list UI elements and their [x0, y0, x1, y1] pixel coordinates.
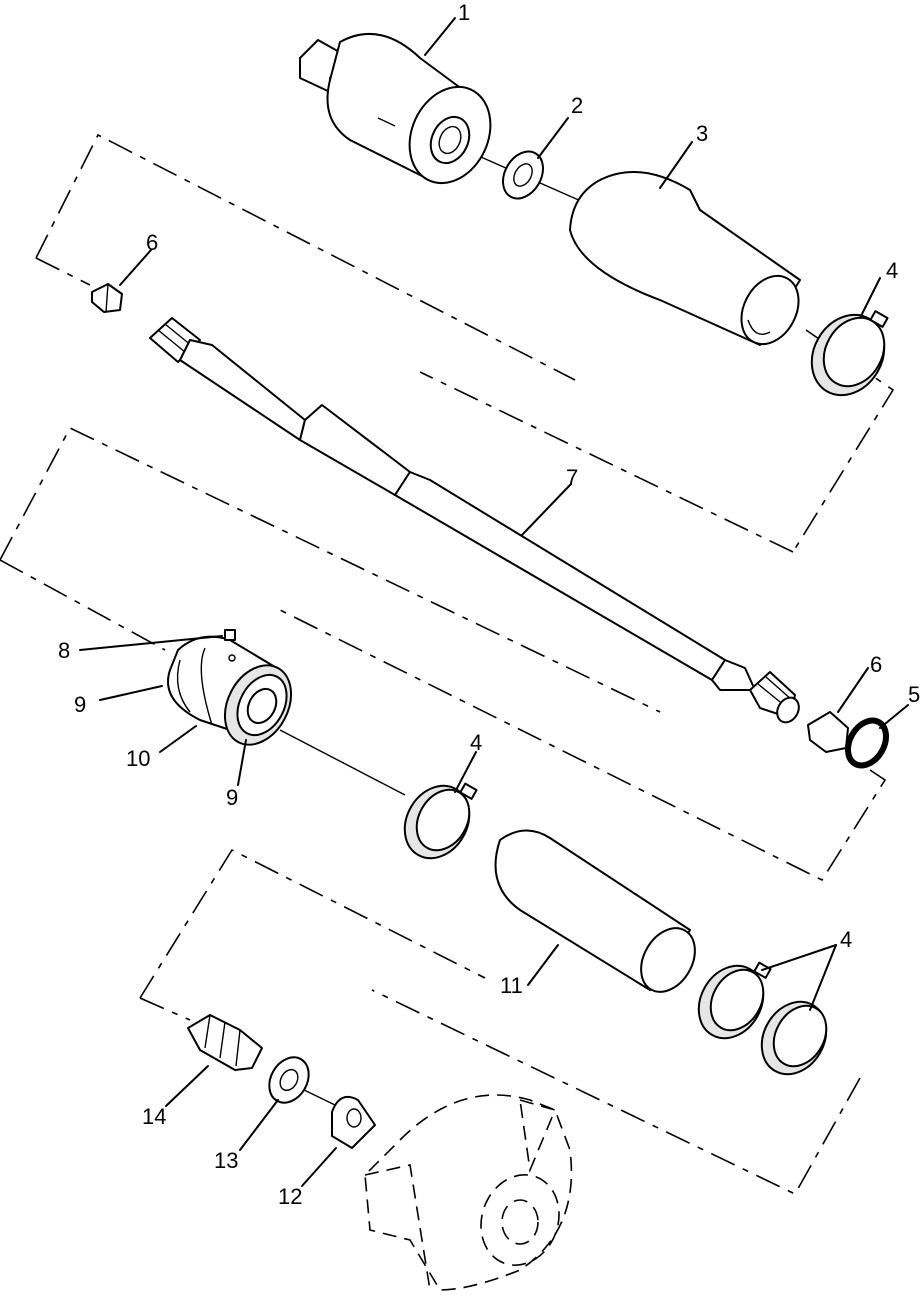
part-6-plug-upper [91, 283, 123, 313]
callout-4-lower: 4 [840, 927, 852, 952]
callout-3: 3 [696, 121, 708, 146]
part-4-clamp-lower-b [760, 1000, 828, 1076]
callout-8: 8 [58, 638, 70, 663]
part-4-clamp-upper [810, 310, 889, 397]
callout-11: 11 [500, 973, 523, 998]
axis-line-mid [279, 729, 406, 796]
part-8-grease-fitting [224, 629, 236, 662]
callout-12: 12 [278, 1184, 302, 1209]
part-1-pump-cylinder [299, 33, 492, 185]
part-12-bracket [331, 1096, 376, 1149]
callout-labels: 1 2 3 4 4 4 5 6 6 7 8 9 9 10 11 12 13 14 [58, 0, 920, 1209]
part-6-plug-lower [807, 711, 849, 753]
group-boundary-lower [139, 848, 861, 1196]
group-boundary-middle [0, 426, 887, 882]
part-14-fitting [187, 1014, 263, 1071]
part-10-bearing-housing [167, 635, 293, 746]
callout-6-lower: 6 [870, 652, 882, 677]
callout-9-lower: 9 [226, 785, 238, 810]
part-7-drive-shaft [149, 317, 800, 724]
callout-4-upper: 4 [886, 258, 898, 283]
callout-2: 2 [571, 93, 583, 118]
part-2-washer [502, 150, 544, 200]
leader-lines [79, 17, 909, 1187]
axis-line-lower [299, 1087, 336, 1106]
part-5-o-ring [845, 717, 889, 769]
callout-13: 13 [214, 1148, 238, 1173]
callout-10: 10 [126, 746, 150, 771]
callout-7: 7 [566, 465, 578, 490]
part-13-washer [268, 1056, 310, 1104]
part-4-clamp-middle [403, 782, 478, 860]
part-4-clamp-lower-a [697, 961, 772, 1040]
phantom-impeller [364, 1094, 573, 1291]
part-11-hose [494, 829, 696, 993]
callout-14: 14 [142, 1104, 166, 1129]
callout-4-middle: 4 [470, 730, 482, 755]
callout-9-upper: 9 [74, 692, 86, 717]
callout-1: 1 [458, 0, 470, 25]
part-3-boot [569, 171, 801, 346]
callout-5: 5 [908, 682, 920, 707]
callout-6-upper: 6 [146, 230, 158, 255]
